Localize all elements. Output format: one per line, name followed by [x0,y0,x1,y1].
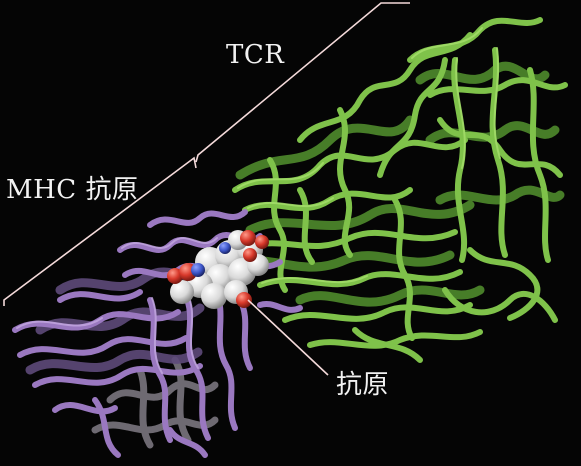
antigen-pointer [247,299,329,376]
antigen-label: 抗原 [336,370,390,400]
antigen-spheres [167,230,269,309]
tcr-label: TCR [226,40,285,70]
mhc-antigen-label: MHC 抗原 [6,175,139,205]
bracket-lines [3,2,410,376]
tcr-ribbon [225,17,568,363]
mhc-bracket [3,156,197,306]
tcr-bracket [195,2,410,163]
